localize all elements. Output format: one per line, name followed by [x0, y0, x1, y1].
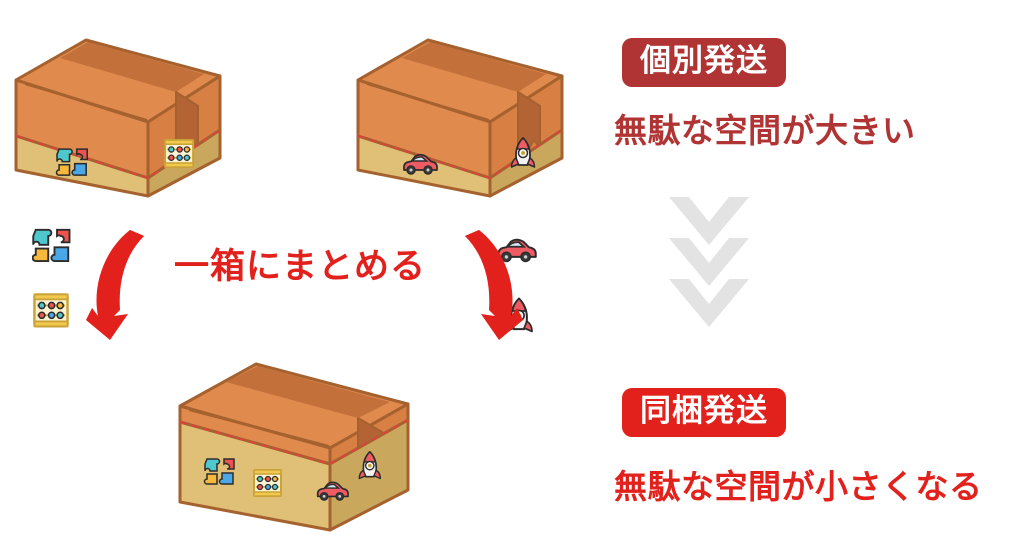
floating-car-icon	[494, 230, 538, 273]
car-icon	[403, 153, 438, 175]
downward-chevrons	[664, 192, 754, 327]
chevron-down-icon-1	[669, 197, 749, 245]
abacus-icon	[164, 139, 195, 169]
puzzle-icon	[203, 458, 235, 485]
chevron-down-icon-2	[669, 238, 749, 286]
rocket-icon	[510, 136, 536, 168]
badge-separate-shipping: 個別発送	[622, 38, 786, 87]
text-combined-shipping: 無駄な空間が小さくなる	[614, 468, 983, 505]
box-lid	[14, 38, 222, 180]
rocket-icon	[358, 450, 382, 480]
puzzle-icon	[55, 148, 88, 176]
text-separate-shipping: 無駄な空間が大きい	[614, 112, 916, 149]
box-separate-right	[350, 18, 570, 208]
floating-abacus-icon	[32, 292, 70, 335]
badge-combined-shipping: 同梱発送	[622, 388, 786, 437]
explanation-column: 個別発送 無駄な空間が大きい 同梱発送 無駄な空間が小さくなる	[612, 0, 1024, 541]
chevron-down-icon-3	[669, 279, 749, 327]
box-combined	[170, 350, 420, 541]
abacus-icon	[253, 469, 282, 497]
merge-arrow-left-icon	[84, 224, 184, 355]
floating-puzzle-icon	[31, 226, 72, 271]
merge-arrow-right-icon	[425, 224, 525, 355]
box-separate-left	[8, 18, 228, 208]
car-icon	[316, 481, 349, 501]
box-lid	[356, 38, 564, 180]
merge-caption: 一箱にまとめる	[173, 247, 426, 286]
